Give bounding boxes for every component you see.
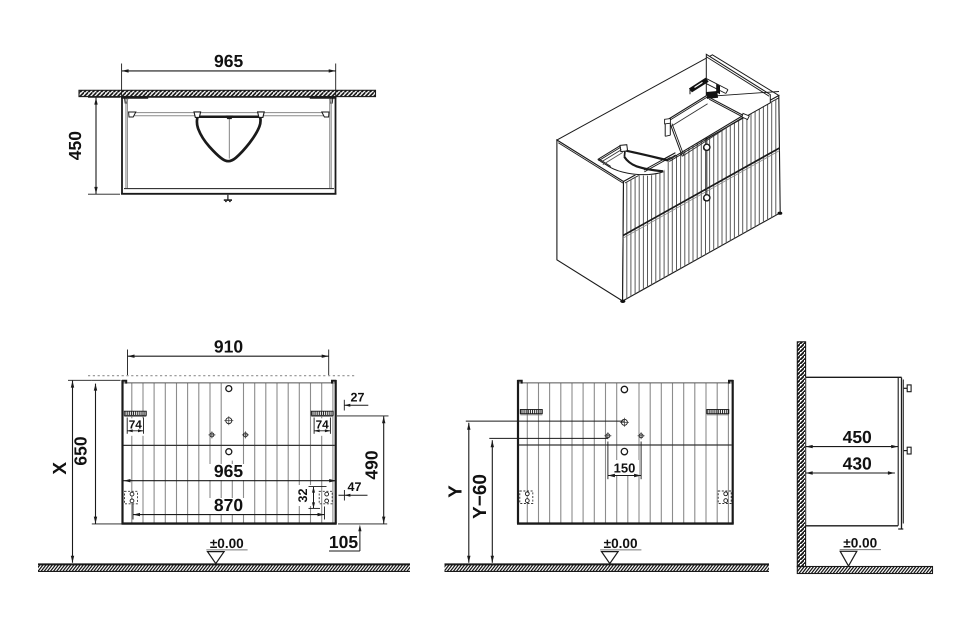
svg-text:490: 490 bbox=[362, 450, 382, 479]
svg-text:32: 32 bbox=[296, 489, 310, 503]
svg-text:27: 27 bbox=[351, 391, 365, 405]
svg-text:±0.00: ±0.00 bbox=[843, 536, 877, 551]
svg-text:450: 450 bbox=[843, 427, 872, 447]
svg-text:910: 910 bbox=[214, 337, 243, 357]
svg-text:Y−60: Y−60 bbox=[470, 474, 491, 519]
svg-text:Y: Y bbox=[446, 485, 467, 498]
svg-text:±0.00: ±0.00 bbox=[210, 536, 244, 551]
svg-text:±0.00: ±0.00 bbox=[604, 536, 638, 551]
svg-text:965: 965 bbox=[214, 461, 243, 481]
svg-text:74: 74 bbox=[316, 417, 330, 431]
svg-text:870: 870 bbox=[214, 495, 243, 515]
svg-text:430: 430 bbox=[843, 453, 872, 473]
svg-text:47: 47 bbox=[348, 480, 362, 494]
svg-text:150: 150 bbox=[614, 460, 636, 475]
svg-text:105: 105 bbox=[329, 532, 358, 552]
svg-text:650: 650 bbox=[71, 436, 91, 465]
svg-text:X: X bbox=[50, 462, 71, 475]
svg-text:965: 965 bbox=[214, 51, 243, 71]
svg-text:450: 450 bbox=[65, 131, 85, 160]
svg-text:74: 74 bbox=[129, 417, 143, 431]
